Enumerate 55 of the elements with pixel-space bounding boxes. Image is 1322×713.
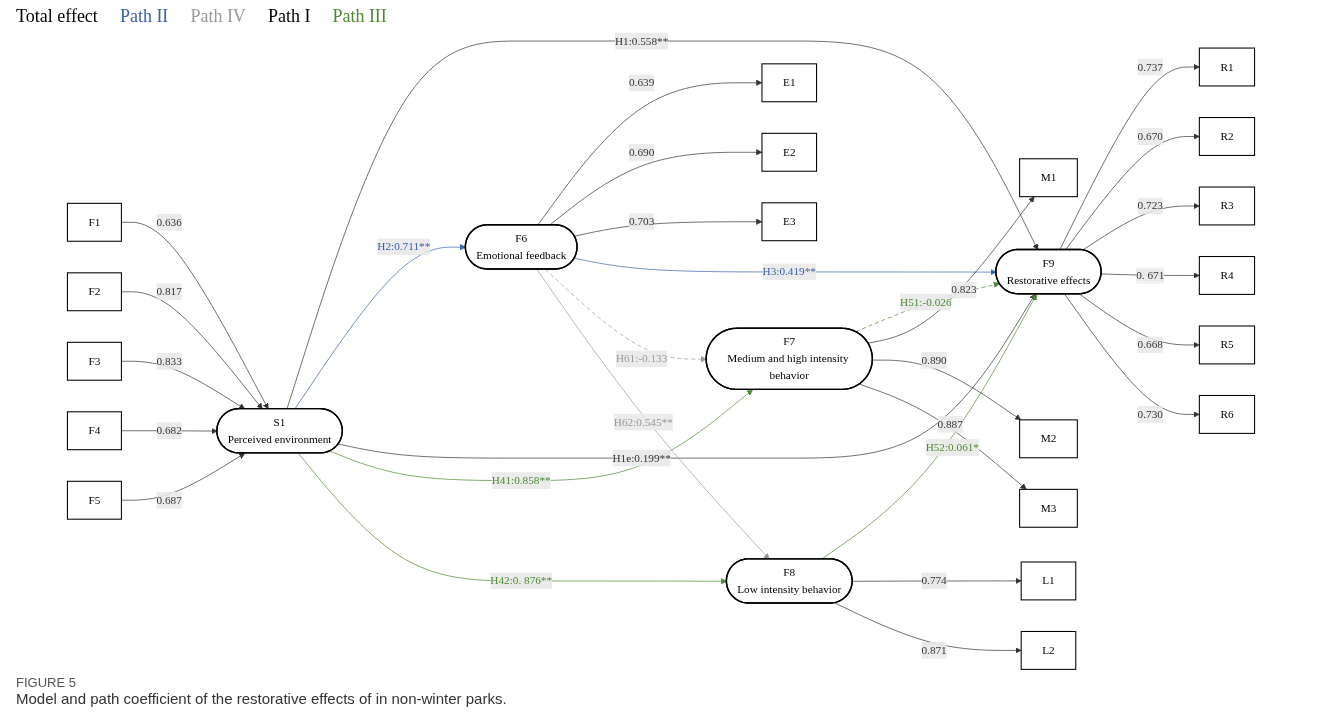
edge-label: H1e:0.199** [612,451,671,464]
edge-label: H3:0.419** [762,265,816,278]
edge-label: 0.737 [1137,60,1163,73]
edge-label: 0.823 [951,283,977,296]
node-box: E3 [761,202,818,242]
path-label: Path IV [190,6,246,27]
edge-label: 0.668 [1137,338,1163,351]
node-box: F4 [66,411,122,451]
node-box: M3 [1019,488,1078,528]
edge-label: 0.890 [921,354,947,366]
node-box: F3 [66,341,122,381]
path-label: Path I [267,6,311,27]
edge-label: 0.639 [628,76,655,89]
edge-label: 0.703 [628,215,655,228]
edge-label: 0.687 [156,493,182,506]
node-box: F1 [66,202,122,242]
node-box: L1 [1020,561,1077,601]
node-box: R6 [1198,394,1256,434]
edge-label: 0.871 [921,644,947,657]
node-box: F5 [66,480,122,520]
edge-label: 0.723 [1137,199,1163,212]
edge-label: 0. 671 [1136,269,1165,282]
edge-label: H62:0.545** [613,415,673,428]
edge-label: H61:-0.133 [615,352,668,365]
node-box: R3 [1198,186,1256,226]
figure-caption: Model and path coefficient of the restorative effects of in non-winter parks. [16,690,508,707]
node-box: R1 [1198,47,1256,87]
edge-label: H1:0.558** [614,34,669,47]
edge-label: H2:0.711** [377,240,431,253]
edge-label: 0.774 [921,574,947,587]
node-box: R5 [1198,325,1256,365]
path-label: Path II [119,6,169,27]
edge-label: H51:-0.026 [900,295,952,308]
edge-label: 0.730 [1137,408,1163,421]
edge-label: 0.817 [156,285,182,298]
edge-label: 0.690 [628,145,655,158]
edge-label: 0.887 [937,417,963,430]
edge-label: H42:0. 876** [490,574,553,587]
node-box: R4 [1198,256,1256,295]
path-label: Total effect [16,6,98,27]
edge-label: 0.682 [156,424,182,437]
edge-label: 0.670 [1137,130,1163,143]
node-box: M1 [1019,158,1078,198]
edge-label: 0.833 [156,354,182,367]
node-box: R2 [1198,117,1256,156]
edge-label: H52:0.061* [925,441,979,454]
path-label: Path III [332,6,387,27]
edge-label: H41:0.858** [491,474,551,487]
node-box: F2 [66,272,122,312]
edge-label: 0.636 [156,215,182,228]
node-box: L2 [1020,630,1077,670]
figure-number: FIGURE 5 [16,675,77,690]
node-box: E1 [761,63,818,103]
node-box: M2 [1019,419,1078,459]
node-box: E2 [761,132,818,172]
